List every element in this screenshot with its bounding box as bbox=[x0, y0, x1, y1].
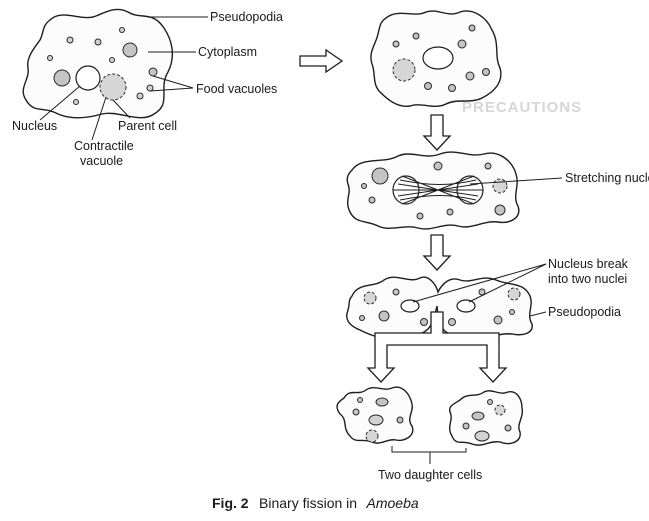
food-vacuole bbox=[416, 212, 424, 220]
label-food-vacuoles: Food vacuoles bbox=[196, 82, 277, 96]
food-vacuole bbox=[148, 67, 158, 77]
label-contractile: Contractile bbox=[74, 139, 134, 153]
granule bbox=[146, 84, 154, 92]
caption-fig-number: Fig. 2 bbox=[212, 495, 249, 511]
stage-4-contractile-vacuole-left bbox=[363, 291, 377, 305]
stage-3-cell bbox=[346, 151, 520, 230]
granule bbox=[66, 36, 74, 44]
parent-nucleus bbox=[75, 65, 101, 91]
granule bbox=[119, 27, 125, 33]
food-vacuole bbox=[357, 397, 363, 403]
spindle-fibres bbox=[393, 175, 483, 205]
food-vacuole bbox=[122, 42, 138, 58]
down-arrow-2 bbox=[422, 234, 452, 271]
food-vacuole bbox=[462, 422, 470, 430]
food-vacuole bbox=[352, 408, 360, 416]
stage-4-contractile-vacuole-right bbox=[507, 287, 521, 301]
daughter-left-nucleus bbox=[368, 414, 384, 426]
food-vacuole bbox=[457, 39, 467, 49]
label-vacuole: vacuole bbox=[80, 154, 123, 168]
caption-text: Binary fission in bbox=[259, 495, 357, 511]
stage-2-nucleus bbox=[422, 46, 454, 70]
granule bbox=[109, 57, 115, 63]
daughter-cell-right bbox=[448, 390, 524, 446]
granule bbox=[94, 38, 102, 46]
daughter-nucleus-right bbox=[456, 299, 476, 313]
food-vacuole bbox=[448, 84, 456, 92]
food-vacuole bbox=[361, 183, 367, 189]
daughter-bracket bbox=[391, 446, 467, 464]
daughter-nucleus-left bbox=[400, 299, 420, 313]
food-vacuole bbox=[392, 40, 400, 48]
label-pseudopodia-bottom: Pseudopodia bbox=[548, 305, 621, 319]
parent-cell bbox=[22, 8, 174, 119]
food-vacuole bbox=[378, 310, 390, 322]
food-vacuole bbox=[412, 32, 420, 40]
daughter-right-membrane bbox=[448, 390, 524, 446]
parent-leaders bbox=[39, 16, 208, 141]
food-vacuole bbox=[368, 196, 376, 204]
stage-3-contractile-vacuole bbox=[492, 178, 508, 194]
food-vacuole bbox=[484, 162, 492, 170]
food-vacuole bbox=[433, 161, 443, 171]
food-vacuole bbox=[482, 68, 490, 76]
background-heading: PRECAUTIONS bbox=[462, 99, 582, 116]
food-vacuole bbox=[493, 315, 503, 325]
split-arrow bbox=[366, 311, 508, 383]
figure-caption: Fig. 2 Binary fission in Amoeba bbox=[212, 495, 419, 512]
stage-2-contractile-vacuole bbox=[392, 58, 416, 82]
label-cytoplasm: Cytoplasm bbox=[198, 45, 257, 59]
right-arrow bbox=[299, 48, 344, 74]
food-vacuole bbox=[509, 309, 515, 315]
food-vacuole bbox=[446, 208, 454, 216]
stage-4-cell bbox=[346, 276, 533, 339]
food-vacuole bbox=[478, 288, 486, 296]
label-parent-cell: Parent cell bbox=[118, 119, 177, 133]
food-vacuole bbox=[396, 416, 404, 424]
food-vacuole bbox=[424, 82, 432, 90]
food-vacuole bbox=[420, 318, 428, 326]
food-vacuole bbox=[53, 69, 71, 87]
daughter-right-nucleus bbox=[474, 430, 490, 442]
food-vacuole bbox=[494, 204, 506, 216]
stage-2-cell bbox=[370, 10, 502, 107]
daughter-cell-left bbox=[336, 386, 414, 444]
granule bbox=[47, 55, 53, 61]
parent-contractile-vacuole bbox=[99, 73, 127, 101]
label-nucleus: Nucleus bbox=[12, 119, 57, 133]
label-stretching-nucleus: Stretching nucleus bbox=[565, 171, 649, 185]
down-arrow-1 bbox=[422, 114, 452, 151]
daughter-left-contractile-vacuole bbox=[365, 429, 379, 443]
food-vacuole bbox=[392, 288, 400, 296]
granule bbox=[136, 92, 144, 100]
granule bbox=[73, 99, 79, 105]
daughter-right-contractile-vacuole bbox=[494, 404, 506, 416]
food-vacuole bbox=[371, 167, 389, 185]
food-vacuole bbox=[465, 71, 475, 81]
label-two-daughter-cells: Two daughter cells bbox=[378, 468, 482, 482]
food-vacuole bbox=[375, 397, 389, 407]
food-vacuole bbox=[471, 411, 485, 421]
caption-italic: Amoeba bbox=[366, 495, 419, 511]
food-vacuole bbox=[487, 399, 493, 405]
label-pseudopodia-top: Pseudopodia bbox=[210, 10, 283, 24]
food-vacuole bbox=[504, 424, 512, 432]
food-vacuole bbox=[448, 318, 456, 326]
label-nucleus-break-2: into two nuclei bbox=[548, 272, 627, 286]
food-vacuole bbox=[468, 24, 476, 32]
label-nucleus-break-1: Nucleus break bbox=[548, 257, 629, 271]
food-vacuole bbox=[359, 315, 365, 321]
parent-cell-membrane bbox=[22, 8, 174, 119]
